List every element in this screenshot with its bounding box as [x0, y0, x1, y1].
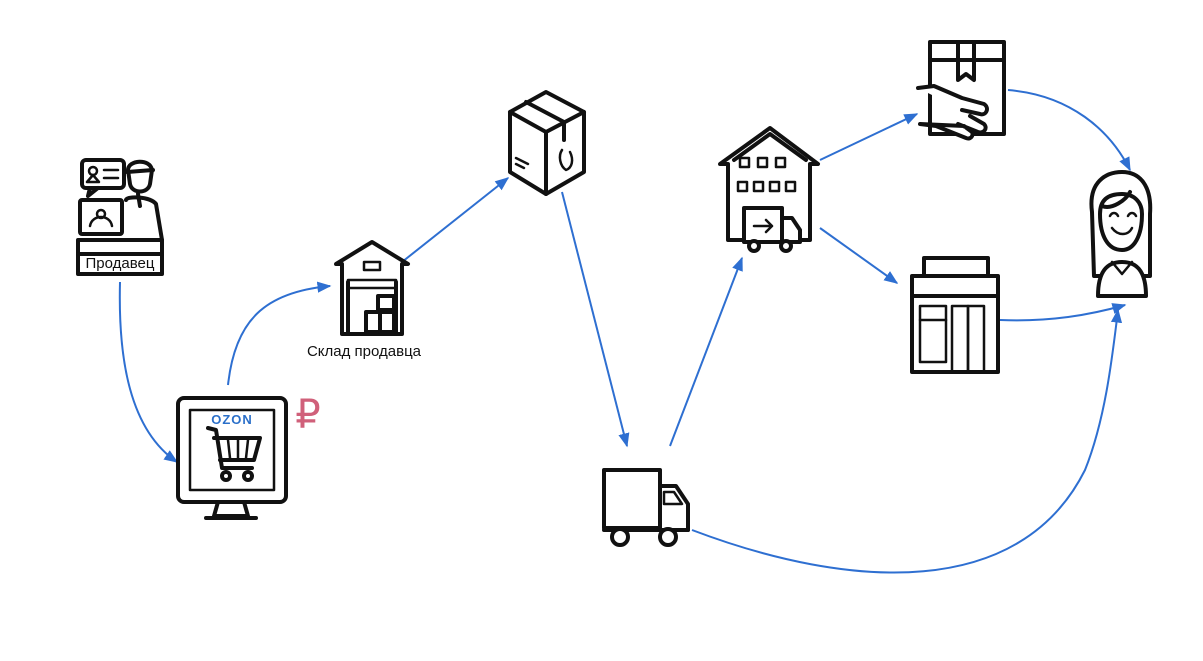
seller-at-desk-icon: Продавец: [76, 158, 164, 276]
arrow-warehouse-to-parcel: [401, 177, 510, 263]
brand-label: OZON: [211, 412, 253, 427]
arrow-sorting-center-to-pickup: [819, 113, 919, 161]
arrow-sorting-center-to-store: [819, 227, 899, 284]
monitor-cart-icon: OZON: [176, 396, 288, 520]
distribution-center-icon: [718, 126, 820, 253]
customer-woman-icon: [1089, 170, 1153, 298]
arrow-pickup-to-customer: [1007, 89, 1131, 172]
currency-symbol: ₽: [295, 392, 320, 438]
arrow-parcel-to-truck: [561, 191, 630, 448]
seller-label: Продавец: [86, 255, 155, 272]
arrow-truck-to-customer: [691, 308, 1123, 574]
arrow-store-to-customer: [999, 303, 1127, 322]
warehouse-icon: Склад продавца: [307, 240, 422, 360]
arrow-seller-to-marketplace: [118, 281, 179, 463]
connectors: [118, 89, 1131, 574]
hand-over-parcel-icon: [916, 40, 1006, 141]
storefront-icon: [910, 256, 1000, 374]
package-box-icon: [508, 90, 586, 196]
seller-warehouse-label: Склад продавца: [307, 343, 422, 360]
arrow-marketplace-to-warehouse: [227, 281, 332, 386]
delivery-truck-icon: [602, 468, 690, 547]
arrow-truck-to-sorting-center: [669, 256, 743, 447]
